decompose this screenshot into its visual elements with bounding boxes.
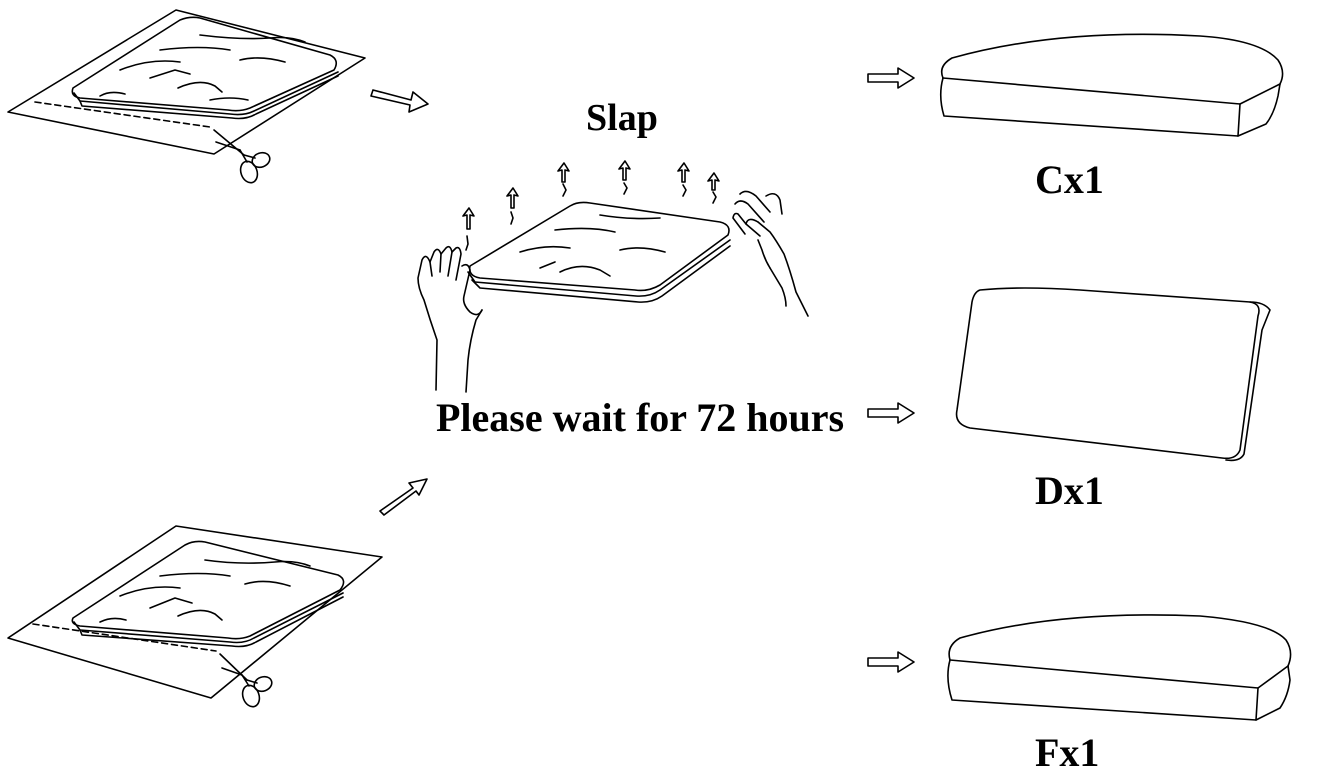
slap-cushion (468, 202, 730, 302)
vacuum-package-top (72, 17, 338, 118)
arrow-to-d-icon (868, 403, 914, 423)
arrow-from-bottom-icon (380, 479, 427, 515)
wait-instruction-label: Please wait for 72 hours (436, 398, 844, 438)
lift-arrows (463, 161, 719, 250)
cushion-d-label: Dx1 (1035, 471, 1104, 511)
sheet-bottom (8, 526, 382, 698)
arrow-to-f-icon (868, 652, 914, 672)
up-arrow-icon-6 (708, 173, 719, 203)
up-arrow-icon-1 (463, 208, 474, 250)
up-arrow-icon-4 (619, 161, 630, 194)
packaged-cushion-bottom (8, 526, 382, 709)
cushion-d (957, 288, 1270, 460)
sheet-top (8, 10, 365, 154)
cushion-f-label: Fx1 (1035, 733, 1099, 773)
packaged-cushion-top (8, 10, 365, 185)
slap-label: Slap (586, 99, 658, 137)
right-hand-icon (733, 191, 808, 316)
left-hand-icon (418, 247, 482, 392)
vacuum-package-bottom (72, 541, 343, 646)
cushion-f (948, 615, 1291, 720)
scissors-top-icon (214, 130, 272, 185)
cushion-c-label: Cx1 (1035, 160, 1104, 200)
scissors-bottom-icon (220, 654, 274, 709)
up-arrow-icon-2 (507, 188, 518, 224)
arrow-to-c-icon (868, 68, 914, 88)
up-arrow-icon-5 (678, 163, 689, 196)
up-arrow-icon-3 (558, 163, 569, 196)
cushion-c (941, 34, 1283, 136)
arrow-to-slap-icon (371, 90, 428, 112)
